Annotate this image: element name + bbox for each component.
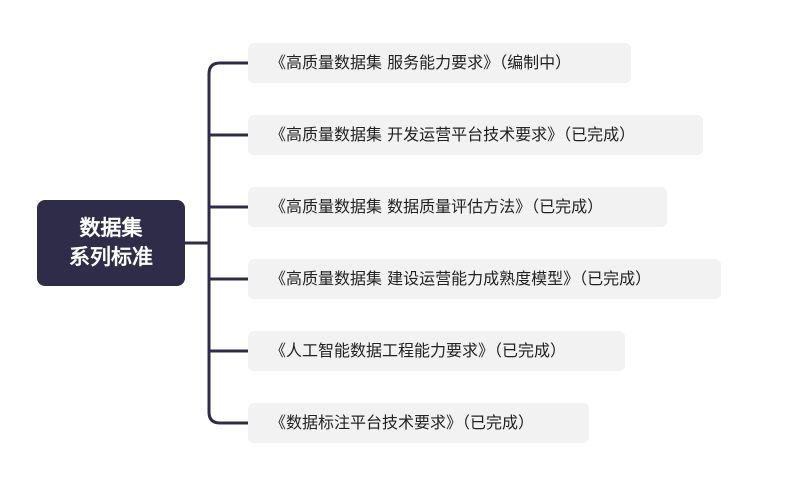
connector-branch-5 <box>207 410 250 425</box>
branch-node-annotation-platform: 《数据标注平台技术要求》（已完成） <box>248 403 589 443</box>
branch-node-dev-ops-platform: 《高质量数据集 开发运营平台技术要求》（已完成） <box>248 115 703 155</box>
root-node: 数据集 系列标准 <box>37 200 185 286</box>
root-title-line1: 数据集 <box>79 216 143 240</box>
connector-branch-0 <box>207 61 250 76</box>
branch-node-quality-assessment: 《高质量数据集 数据质量评估方法》（已完成） <box>248 187 667 227</box>
branch-node-service-capability: 《高质量数据集 服务能力要求》（编制中） <box>248 43 631 83</box>
root-title-line2: 系列标准 <box>69 245 153 269</box>
branch-node-ai-data-engineering: 《人工智能数据工程能力要求》（已完成） <box>248 331 625 371</box>
branch-node-maturity-model: 《高质量数据集 建设运营能力成熟度模型》（已完成） <box>248 259 721 299</box>
